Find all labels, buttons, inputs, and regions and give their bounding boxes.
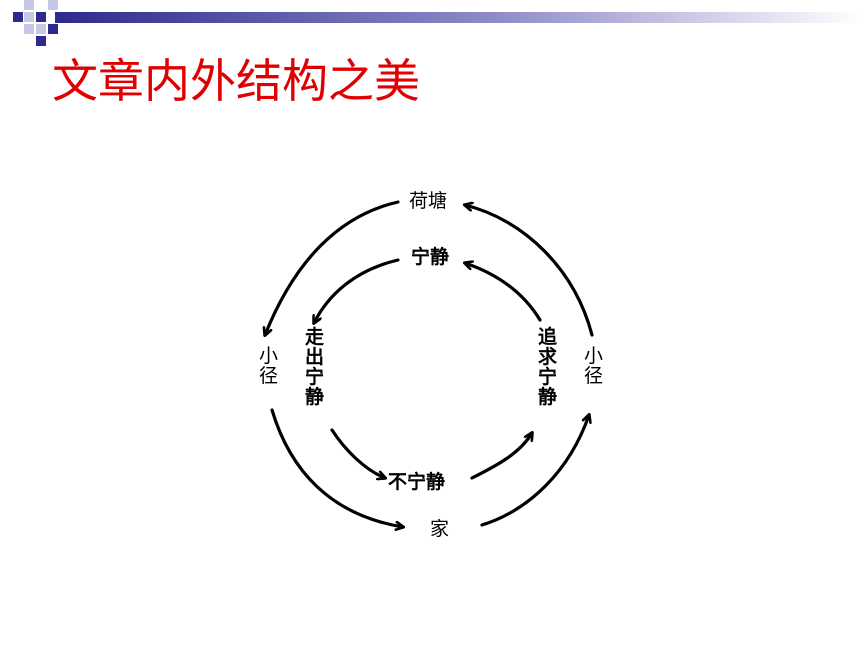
inner-label-right: 追求宁静 xyxy=(537,326,557,408)
banner-square xyxy=(24,0,34,10)
cycle-arrows xyxy=(240,200,594,565)
header-banner xyxy=(13,0,860,46)
banner-square xyxy=(48,24,58,34)
slide-title: 文章内外结构之美 xyxy=(52,54,420,108)
outer-label-top: 荷塘 xyxy=(409,190,448,212)
inner-label-bottom: 不宁静 xyxy=(388,471,446,493)
banner-square xyxy=(36,12,46,22)
banner-square xyxy=(13,12,23,22)
outer-arrow-bottom-to-right xyxy=(480,415,589,527)
outer-label-left: 小径 xyxy=(258,345,278,387)
outer-label-bottom: 家 xyxy=(430,518,450,540)
banner-gradient-bar xyxy=(55,12,860,23)
outer-arrow-top-to-left xyxy=(265,200,400,335)
banner-square xyxy=(24,24,34,34)
inner-label-left: 走出宁静 xyxy=(304,326,324,408)
outer-arrow-left-to-bottom xyxy=(270,408,403,527)
outer-arrow-right-to-top xyxy=(465,205,594,337)
inner-arrow-right-to-top xyxy=(465,263,542,322)
banner-square xyxy=(24,12,34,22)
inner-label-top: 宁静 xyxy=(411,246,450,268)
inner-arrow-bottom-to-right xyxy=(470,433,532,480)
inner-arrow-top-to-left xyxy=(314,258,400,323)
banner-square xyxy=(36,36,46,46)
banner-square xyxy=(36,24,46,34)
cycle-diagram: 荷塘 家 小径 小径 宁静 不宁静 走出宁静 追求宁静 xyxy=(240,175,620,565)
inner-arrow-left-to-bottom xyxy=(330,428,385,478)
outer-label-right: 小径 xyxy=(583,345,603,387)
banner-square xyxy=(48,0,58,10)
